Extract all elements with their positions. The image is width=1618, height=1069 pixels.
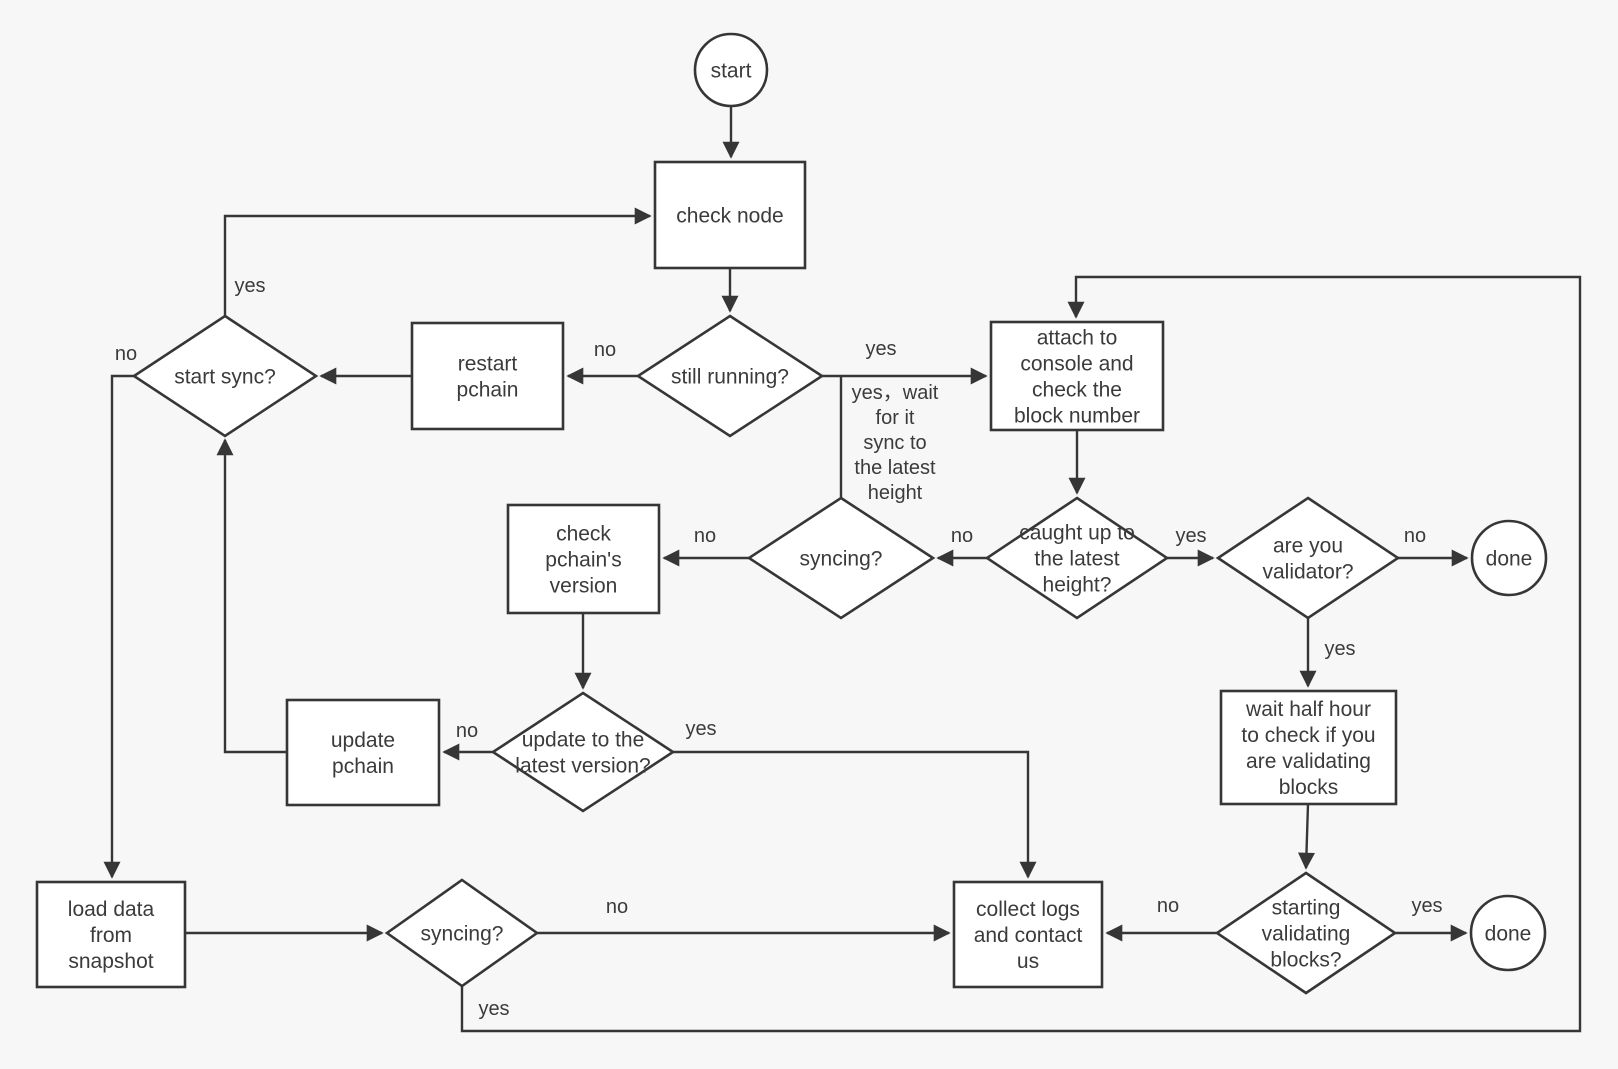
node-done-top-label: done [1486,548,1533,571]
edge-still-running-no-label: no [594,339,616,361]
edge-validator-yes: yes [1299,618,1356,688]
edge-still-running-yes: yes [822,338,988,385]
edge-still-running-no: no [566,339,638,385]
edge-syncing-no-label: no [694,525,716,547]
node-check-node: check node [653,160,807,270]
node-load-data-shape [35,880,187,989]
node-syncing-bottom: syncing? [384,878,540,988]
edge-update-latest-yes-line [673,750,1037,879]
edge-starting-yes: yes [1395,895,1468,942]
edge-start-sync-no-label: no [115,343,137,365]
node-collect-logs-shape [952,880,1104,989]
node-syncing-mid: syncing? [746,496,936,620]
node-are-you-validator-shape [1215,496,1401,620]
edge-starting-no: no [1105,895,1217,942]
edge-update-latest-yes-label: yes [685,718,716,740]
node-still-running-label: still running? [671,366,789,389]
edge-update-pchain-to-start-sync [216,438,287,754]
edge-syncing-bottom-yes-loop: yes [460,275,1582,1033]
edge-starting-yes-label: yes [1411,895,1442,917]
node-syncing-bottom-label: syncing? [421,923,504,946]
node-check-node-label: check node [676,205,783,228]
node-restart-pchain-shape [410,321,565,431]
node-start-shape [693,32,769,108]
node-update-latest-shape [490,691,676,813]
edge-starting-no-label: no [1157,895,1179,917]
edge-caught-up-no: no [936,525,987,567]
node-starting-validating-shape [1214,871,1398,995]
node-start-sync-shape [131,314,319,438]
edge-syncing-no: no [662,525,749,567]
node-wait-half-hour-shape [1219,689,1398,806]
edge-update-latest-no-label: no [456,720,478,742]
node-check-node-shape [653,160,807,270]
edge-update-latest-yes: yes [673,718,1037,879]
edge-syncing-bottom-no-label: no [606,896,628,918]
edge-validator-no: no [1398,525,1469,567]
edge-start-sync-yes-loop-label: yes [234,275,265,297]
node-still-running: still running? [635,314,825,438]
edge-syncing-bottom-yes-loop-line [460,275,1582,1033]
edge-validator-yes-label: yes [1324,638,1355,660]
edge-caught-up-no-label: no [951,525,973,547]
node-done-bottom-shape [1469,894,1547,972]
edge-update-latest-no: no [442,720,493,761]
edge-caught-up-yes-label: yes [1175,525,1206,547]
node-syncing-bottom-shape [384,878,540,988]
node-syncing-mid-shape [746,496,936,620]
node-done-bottom-label: done [1485,923,1532,946]
edge-still-running-yes-label: yes [865,338,896,360]
node-check-version-shape [506,503,661,615]
node-done-top: done [1470,519,1548,597]
edge-syncing-bottom-yes-loop-label: yes [478,998,509,1020]
edge-validator-no-label: no [1404,525,1426,547]
node-start-sync: start sync? [131,314,319,438]
edge-start-sync-yes-loop: yes [223,207,652,316]
node-start-label: start [711,60,752,83]
node-attach-console-shape [989,320,1165,432]
edge-start-sync-no-line [103,374,135,879]
node-start: start [693,32,769,108]
edge-wait-to-starting [1297,803,1315,870]
node-done-top-shape [1470,519,1548,597]
node-start-sync-label: start sync? [174,366,276,389]
edge-caught-up-yes: yes [1167,525,1215,567]
edge-start-sync-no: no [103,343,137,879]
edge-syncing-bottom-no: no [537,896,951,942]
node-caught-up-shape [984,496,1170,620]
edge-start-sync-yes-loop-line [223,207,652,316]
edge-update-pchain-to-start-sync-line [216,438,287,754]
node-done-bottom: done [1469,894,1547,972]
node-syncing-mid-label: syncing? [800,548,883,571]
node-still-running-shape [635,314,825,438]
node-update-pchain-shape [285,698,441,807]
edge-wait-to-starting-line [1297,803,1315,870]
